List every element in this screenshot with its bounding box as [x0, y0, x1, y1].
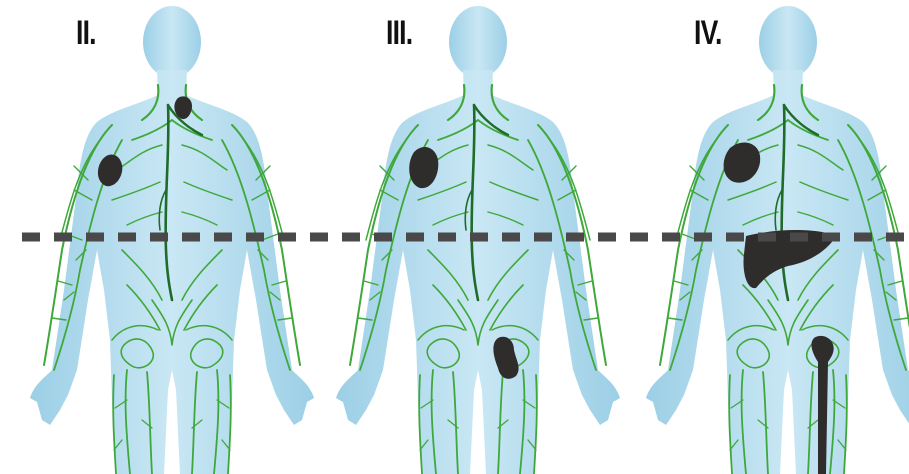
- body-figure: [30, 6, 314, 474]
- panel-stage-ii: [30, 6, 314, 474]
- stage-iii-label: III.: [386, 14, 412, 53]
- stage-iv-label: IV.: [694, 14, 722, 53]
- stage-ii-label: II.: [76, 14, 96, 53]
